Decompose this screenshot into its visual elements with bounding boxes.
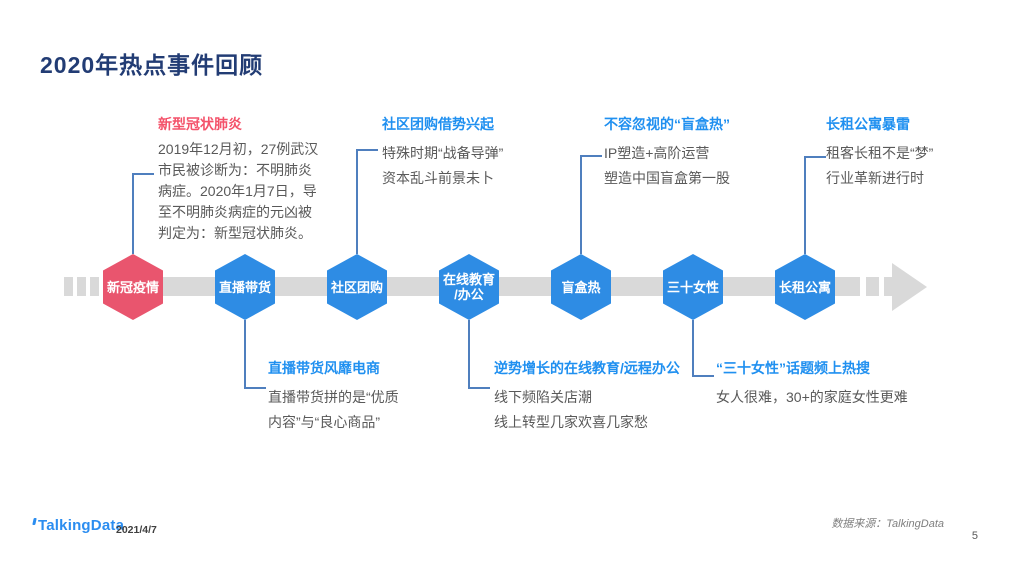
connector-line [692,320,694,377]
timeline-node-women30: 三十女性 [663,254,723,320]
connector-line [580,155,582,254]
timeline-node-blindbox: 盲盒热 [551,254,611,320]
connector-line [804,156,826,158]
note-apartment: 长租公寓暴雷 租客长租不是“梦” 行业革新进行时 [826,114,1006,191]
connector-line [356,149,358,254]
timeline-node-groupbuy: 社区团购 [327,254,387,320]
connector-line [468,320,470,389]
timeline-dash [90,277,99,296]
page-number: 5 [971,530,978,542]
timeline-dash [77,277,86,296]
note-women30: “三十女性”话题频上热搜 女人很难，30+的家庭女性更难 [716,358,946,410]
talkingdata-logo: TalkingData [32,517,124,534]
note-body: 线下频陷关店潮 线上转型几家欢喜几家愁 [494,389,648,430]
note-body: 2019年12月初，27例武汉 市民被诊断为：不明肺炎 病症。2020年1月7日… [158,141,319,241]
connector-line [804,156,806,254]
note-title: 社区团购借势兴起 [382,116,494,132]
timeline-dash [64,277,73,296]
connector-line [244,387,266,389]
note-covid: 新型冠状肺炎 2019年12月初，27例武汉 市民被诊断为：不明肺炎 病症。20… [158,114,343,244]
note-body: IP塑造+高阶运营 塑造中国盲盒第一股 [604,145,730,186]
connector-line [132,173,134,254]
connector-line [580,155,602,157]
connector-line [356,149,378,151]
note-body: 租客长租不是“梦” 行业革新进行时 [826,145,934,186]
note-groupbuy: 社区团购借势兴起 特殊时期“战备导弹” 资本乱斗前景未卜 [382,114,597,191]
connector-line [468,387,490,389]
data-source-label: 数据来源：TalkingData [831,518,944,530]
note-body: 女人很难，30+的家庭女性更难 [716,389,908,405]
timeline-node-livestream: 直播带货 [215,254,275,320]
note-title: 逆势增长的在线教育/远程办公 [494,360,680,376]
note-title: 长租公寓暴雷 [826,116,910,132]
timeline-node-online-edu: 在线教育 /办公 [439,254,499,320]
footer-date: 2021/4/7 [116,524,157,536]
connector-line [692,375,714,377]
connector-line [132,173,154,175]
note-title: 新型冠状肺炎 [158,116,242,132]
connector-line [244,320,246,389]
note-title: “三十女性”话题频上热搜 [716,360,870,376]
note-body: 直播带货拼的是“优质 内容”与“良心商品” [268,389,399,430]
note-blindbox: 不容忽视的“盲盒热” IP塑造+高阶运营 塑造中国盲盒第一股 [604,114,819,191]
note-title: 不容忽视的“盲盒热” [604,116,730,132]
timeline-node-covid: 新冠疫情 [103,254,163,320]
note-body: 特殊时期“战备导弹” 资本乱斗前景未卜 [382,145,504,186]
timeline-dash [866,277,879,296]
note-title: 直播带货风靡电商 [268,360,380,376]
timeline-dash [884,277,892,296]
timeline-node-apartment: 长租公寓 [775,254,835,320]
timeline-arrow-icon [892,263,927,311]
logo-tick-icon [32,518,37,525]
page-title: 2020年热点事件回顾 [40,52,264,78]
note-livestream: 直播带货风靡电商 直播带货拼的是“优质 内容”与“良心商品” [268,358,483,435]
note-online-edu: 逆势增长的在线教育/远程办公 线下频陷关店潮 线上转型几家欢喜几家愁 [494,358,724,435]
